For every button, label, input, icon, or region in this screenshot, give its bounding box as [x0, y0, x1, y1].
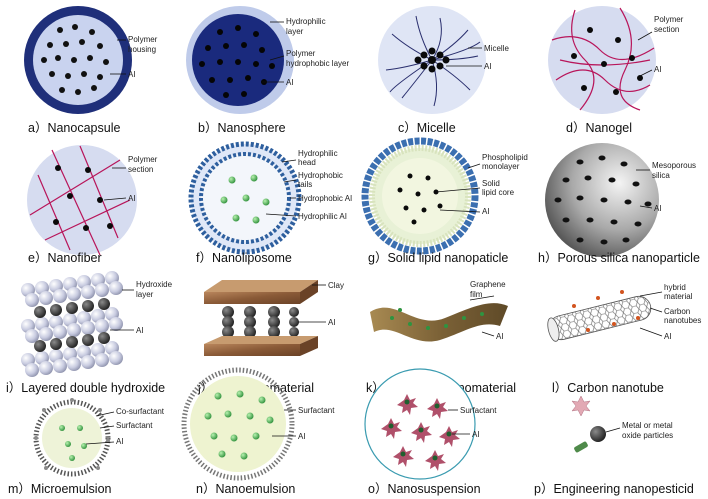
label-ai: AI — [664, 332, 672, 341]
panel-nanocapsule: Polymer housing AI a）Nanocapsule — [24, 6, 158, 135]
panel-nanoliposome: Hydrophilic head Hydrophobic tails Hydro… — [191, 144, 352, 265]
metal-oxide-sphere — [590, 426, 606, 442]
panel-nanogel: Polymer section AI d）Nanogel — [548, 6, 684, 135]
label-ai: AI — [496, 332, 504, 341]
solid-lipid-core — [382, 158, 458, 234]
panel-micelle: Micelle AI c）Micelle — [378, 6, 509, 135]
caption-micelle: c）Micelle — [398, 121, 456, 135]
label-head: head — [298, 158, 316, 167]
label-ai: AI — [654, 204, 662, 213]
label-polymer: Polymer — [128, 155, 158, 164]
caption-solid-lipid-nanoparticle: g）Solid lipid nanopaticle — [368, 251, 508, 265]
label-mesoporous: Mesoporous — [652, 161, 696, 170]
label-material: material — [664, 292, 693, 301]
caption-carbon-nanotube: l）Carbon nanotube — [552, 381, 664, 395]
clay-bottom-top-face — [204, 336, 318, 344]
panel-nanosphere: Hydrophilic layer Polymer hydrophobic la… — [186, 6, 349, 135]
label-ai: AI — [286, 78, 294, 87]
panel-engineering-nanopesticide: Metal or metal oxide particles p）Enginee… — [534, 396, 694, 496]
caption-nanoemulsion: n）Nanoemulsion — [196, 482, 295, 496]
label-ai: AI — [482, 207, 490, 216]
label-ai: AI — [128, 70, 136, 79]
clay-layer-bottom — [204, 344, 300, 356]
label-film: film — [470, 290, 483, 299]
label-lipid-core: lipid core — [482, 188, 515, 197]
label-polymer: Polymer — [286, 49, 316, 58]
metal-rod-particle — [573, 441, 588, 453]
label-hydroxide: Hydroxide — [136, 280, 173, 289]
caption-nanofiber: e）Nanofiber — [28, 251, 102, 265]
label-ai: AI — [484, 62, 492, 71]
caption-nanosuspension: o）Nanosuspension — [368, 482, 481, 496]
label-co-surfactant: Co-surfactant — [116, 407, 165, 416]
label-hydrophilic: Hydrophilic — [298, 149, 338, 158]
label-ai: AI — [654, 65, 662, 74]
label-layer: layer — [286, 27, 304, 36]
caption-nanosphere: b）Nanosphere — [198, 121, 286, 135]
panel-layered-double-hydroxide: Hydroxide layer AI i）Layered double hydr… — [6, 271, 173, 395]
panel-solid-lipid-nanoparticle: Phospholipid monolayer Solid lipid core … — [365, 141, 528, 265]
label-clay: Clay — [328, 281, 344, 290]
panel-porous-silica: Mesoporous silica AI h）Porous silica nan… — [538, 143, 700, 265]
label-ai: AI — [136, 326, 144, 335]
label-section: section — [654, 25, 679, 34]
label-section: section — [128, 165, 153, 174]
label-ai: AI — [472, 430, 480, 439]
panel-nanofiber: Polymer section AI e）Nanofiber — [27, 145, 158, 265]
label-hydrophobic-layer: hydrophobic layer — [286, 59, 349, 68]
label-nanotubes: nanotubes — [664, 316, 701, 325]
label-monolayer: monolayer — [482, 162, 520, 171]
caption-engineering-nanopesticide: p）Engineering nanopesticid — [534, 482, 694, 496]
label-hydrophilic-ai: Hydrophilic AI — [298, 212, 347, 221]
graphene-film — [370, 303, 508, 341]
label-surfactant: Surfactant — [298, 406, 335, 415]
label-carbon: Carbon — [664, 307, 690, 316]
caption-nanogel: d）Nanogel — [566, 121, 632, 135]
label-ai: AI — [328, 318, 336, 327]
label-metal-or-metal: Metal or metal — [622, 421, 673, 430]
panel-carbon-nanotube: hybrid material Carbon nanotubes AI l）Ca… — [546, 283, 702, 395]
label-hydrophilic: Hydrophilic — [286, 17, 326, 26]
label-solid: Solid — [482, 179, 500, 188]
label-polymer: Polymer — [654, 15, 684, 24]
label-surfactant: Surfactant — [460, 406, 497, 415]
clay-top-face — [204, 280, 318, 292]
caption-nanocapsule: a）Nanocapsule — [28, 121, 120, 135]
hydroxide-layers — [21, 271, 123, 377]
label-ai: AI — [298, 432, 306, 441]
label-hydrophobic-ai: Hydrophobic AI — [298, 194, 352, 203]
metal-star-particle — [572, 396, 590, 416]
label-housing: housing — [128, 45, 156, 54]
label-polymer: Polymer — [128, 35, 158, 44]
label-phospholipid: Phospholipid — [482, 153, 528, 162]
caption-microemulsion: m）Microemulsion — [8, 482, 112, 496]
label-surfactant: Surfactant — [116, 421, 153, 430]
label-silica: silica — [652, 171, 670, 180]
gel-background — [548, 6, 656, 114]
nanoemulsion-core — [190, 376, 286, 472]
caption-porous-silica: h）Porous silica nanoparticle — [538, 251, 700, 265]
panel-clay-nanomaterial: Clay AI j）Clay nanomaterial — [197, 280, 344, 395]
fiber-background — [27, 145, 137, 255]
clay-layer-top — [204, 292, 300, 304]
label-tails: tails — [298, 180, 312, 189]
caption-layered-double-hydroxide: i）Layered double hydroxide — [6, 381, 165, 395]
label-ai: AI — [116, 437, 124, 446]
label-layer: layer — [136, 290, 154, 299]
label-micelle: Micelle — [484, 44, 509, 53]
label-oxide-particles: oxide particles — [622, 431, 673, 440]
label-ai: AI — [128, 194, 136, 203]
caption-nanoliposome: f）Nanoliposome — [196, 251, 292, 265]
label-graphene: Graphene — [470, 280, 506, 289]
panel-microemulsion: Co-surfactant Surfactant AI m）Microemuls… — [8, 398, 165, 496]
label-hydrophobic: Hydrophobic — [298, 171, 343, 180]
ai-intercalated — [222, 306, 299, 338]
label-hybrid: hybrid — [664, 283, 686, 292]
